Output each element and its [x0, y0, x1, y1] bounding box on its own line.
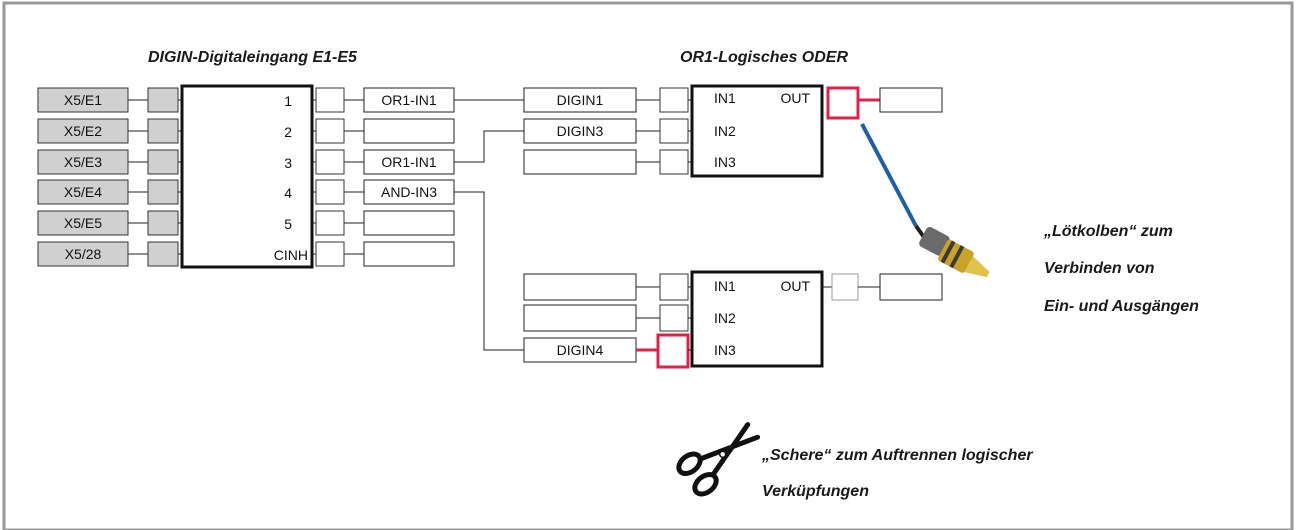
target-box[interactable] [363, 241, 455, 267]
digin-output-label: 4 [284, 185, 292, 201]
digin-heading: DIGIN-Digitaleingang E1-E5 [148, 49, 358, 66]
input-connector[interactable] [659, 273, 689, 301]
source-label: DIGIN1 [557, 92, 604, 108]
input-connector[interactable] [659, 87, 689, 113]
source-label: DIGIN4 [557, 342, 604, 358]
input-connector[interactable] [147, 118, 179, 144]
or1-output-target-box[interactable] [879, 87, 943, 113]
input-connector[interactable] [147, 149, 179, 175]
source-box[interactable] [523, 273, 637, 301]
source-label: DIGIN3 [557, 123, 604, 139]
or2-output-connector[interactable] [831, 273, 859, 301]
digin-output-label: 1 [284, 93, 292, 109]
connection-wires [454, 99, 524, 351]
output-row[interactable]: OR1-IN1 [312, 149, 455, 175]
or1-input-label: IN1 [714, 90, 736, 106]
scissors-note-line: Verküpfungen [762, 483, 869, 500]
input-row[interactable]: X5/E5 [37, 210, 182, 236]
soldering-note-line: Ein- und Ausgängen [1044, 298, 1199, 315]
or1-input-label: IN2 [714, 123, 736, 139]
or1-source-row[interactable]: DIGIN3 [523, 118, 692, 144]
target-box[interactable] [363, 87, 455, 113]
source-box[interactable] [523, 118, 637, 144]
output-row[interactable] [312, 118, 455, 144]
output-connector[interactable] [315, 87, 345, 113]
input-row[interactable]: X5/28 [37, 241, 182, 267]
or2-function-block [690, 270, 824, 368]
source-box[interactable] [523, 87, 637, 113]
or1-source-row[interactable]: DIGIN1 [523, 87, 692, 113]
output-connector[interactable] [315, 179, 345, 205]
or2-output-label: OUT [780, 278, 810, 294]
or1-function-block [690, 84, 824, 178]
output-row[interactable]: OR1-IN1 [312, 87, 455, 113]
or2-source-row[interactable] [523, 304, 692, 332]
input-row[interactable]: X5/E4 [37, 179, 182, 205]
input-connector[interactable] [659, 118, 689, 144]
output-row[interactable] [312, 210, 455, 236]
input-row[interactable]: X5/E1 [37, 87, 182, 113]
digin-output-label: 3 [284, 155, 292, 171]
target-box[interactable] [363, 118, 455, 144]
target-label: AND-IN3 [381, 184, 437, 200]
input-row[interactable]: X5/E2 [37, 118, 182, 144]
output-row[interactable] [312, 241, 455, 267]
or1-section: DIGIN1 DIGIN3 IN1 IN2 IN3 OUT [523, 84, 943, 178]
target-box[interactable] [363, 149, 455, 175]
or2-source-row[interactable] [523, 273, 692, 301]
output-connector[interactable] [315, 149, 345, 175]
or1-output-connector-highlighted[interactable] [826, 86, 860, 120]
scissors-note-line: „Schere“ zum Auftrennen logischer [761, 447, 1033, 464]
output-row[interactable]: AND-IN3 [312, 179, 455, 205]
or2-input-label: IN3 [714, 342, 736, 358]
input-label: X5/28 [65, 246, 102, 262]
digin-output-label: CINH [274, 247, 308, 263]
digin-output-label: 2 [284, 124, 292, 140]
soldering-iron-icon[interactable] [860, 123, 995, 284]
input-label: X5/E5 [64, 215, 102, 231]
input-connector[interactable] [147, 210, 179, 236]
target-label: OR1-IN1 [381, 154, 436, 170]
digin-output-label: 5 [284, 216, 292, 232]
output-connector[interactable] [315, 241, 345, 267]
target-box[interactable] [363, 179, 455, 205]
digin-function-block [180, 84, 314, 269]
input-row[interactable]: X5/E3 [37, 149, 182, 175]
input-label: X5/E3 [64, 154, 102, 170]
output-connector[interactable] [315, 210, 345, 236]
source-box[interactable] [523, 149, 637, 175]
or2-source-row[interactable]: DIGIN4 [523, 333, 692, 369]
or1-input-label: IN3 [714, 154, 736, 170]
source-box[interactable] [523, 304, 637, 332]
input-connector[interactable] [147, 179, 179, 205]
input-label: X5/E2 [64, 123, 102, 139]
or1-heading: OR1-Logisches ODER [680, 49, 848, 66]
or2-input-label: IN2 [714, 310, 736, 326]
input-connector[interactable] [659, 149, 689, 175]
or1-source-row[interactable] [523, 149, 692, 175]
input-connector[interactable] [659, 304, 689, 332]
source-box[interactable] [523, 337, 637, 363]
input-label: X5/E1 [64, 92, 102, 108]
input-label: X5/E4 [64, 184, 102, 200]
target-label: OR1-IN1 [381, 92, 436, 108]
digin-section: X5/E1 X5/E2 X5/E3 X5/E4 [37, 84, 455, 269]
or2-output-target-box[interactable] [879, 273, 943, 301]
or2-input-label: IN1 [714, 278, 736, 294]
or2-section: DIGIN4 IN1 IN2 IN3 OUT [523, 270, 943, 369]
input-connector[interactable] [147, 241, 179, 267]
soldering-note-line: Verbinden von [1044, 260, 1155, 277]
output-connector[interactable] [315, 118, 345, 144]
soldering-note-line: „Lötkolben“ zum [1043, 223, 1173, 240]
or2-in3-connector-highlighted[interactable] [656, 333, 690, 369]
input-connector[interactable] [147, 87, 179, 113]
scissors-icon[interactable] [675, 414, 765, 498]
target-box[interactable] [363, 210, 455, 236]
or1-output-label: OUT [780, 90, 810, 106]
